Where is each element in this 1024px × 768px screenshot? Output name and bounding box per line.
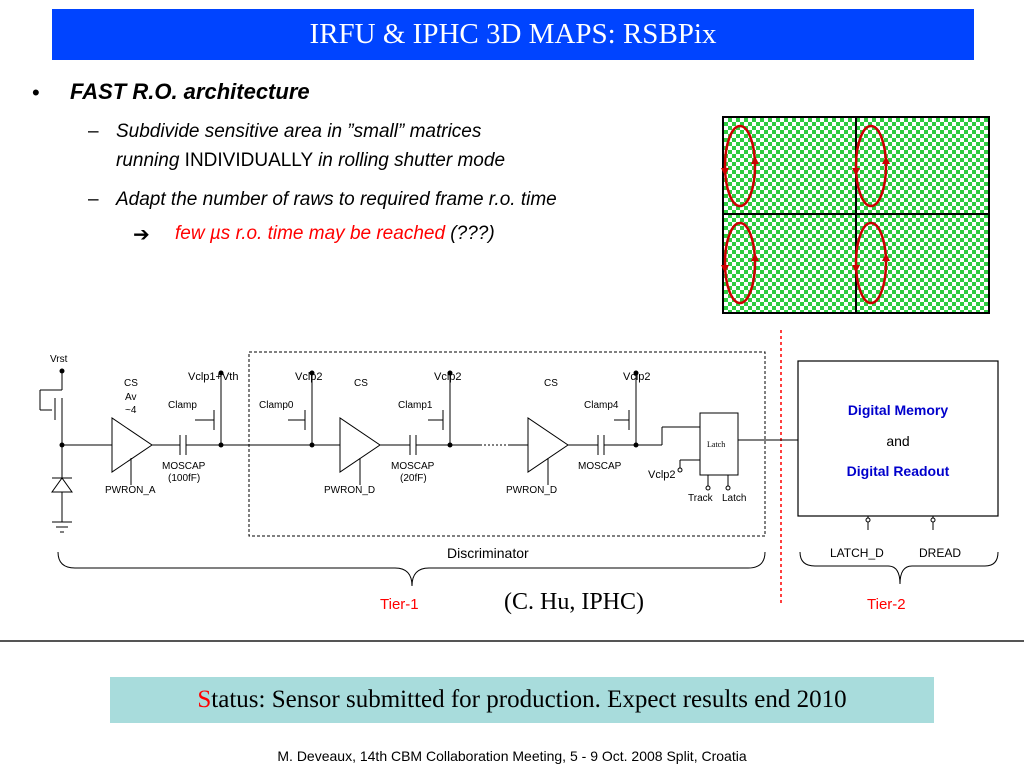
terminal-pins <box>677 467 936 523</box>
label-cap100: (100fF) <box>168 473 200 484</box>
sub-bullet-1: Subdivide sensitive area in ”small” matr… <box>116 117 505 175</box>
label-cap20: (20fF) <box>400 473 427 484</box>
label-gain: ~4 <box>125 405 137 416</box>
result-line: few µs r.o. time may be reached (???) <box>175 223 495 245</box>
sub1-individually: INDIVIDUALLY <box>179 150 319 171</box>
label-clamp4: Clamp4 <box>584 400 619 411</box>
label-vclp2-3: Vclp2 <box>623 371 651 383</box>
label-pwron-a: PWRON_A <box>105 485 156 496</box>
label-digital-memory: Digital Memory <box>848 402 949 418</box>
label-digital-readout: Digital Readout <box>847 463 950 479</box>
discriminator-box <box>248 351 766 537</box>
label-latch-pin: Latch <box>722 493 746 504</box>
status-box: Status: Sensor submitted for production.… <box>110 677 934 723</box>
label-vrst: Vrst <box>50 354 68 365</box>
sub-bullet-2: Adapt the number of raws to required fra… <box>116 189 557 210</box>
label-pwron-d-1: PWRON_D <box>324 485 375 496</box>
sub1-line2: running INDIVIDUALLY in rolling shutter … <box>116 146 505 175</box>
label-av: Av <box>125 392 137 403</box>
label-moscap-2: MOSCAP <box>391 461 435 472</box>
label-pwron-d-2: PWRON_D <box>506 485 557 496</box>
result-question: (???) <box>445 223 495 244</box>
label-cs-1: CS <box>124 378 138 389</box>
arrow-icon: ➔ <box>133 224 150 246</box>
label-clamp1: Clamp1 <box>398 400 433 411</box>
label-clamp0: Clamp0 <box>259 400 294 411</box>
label-tier1: Tier-1 <box>380 596 419 613</box>
bullet-symbol: • <box>32 80 40 105</box>
junction-dots <box>59 368 639 448</box>
sub1-line1: Subdivide sensitive area in ”small” matr… <box>116 121 482 142</box>
circuit-wires <box>39 372 934 533</box>
title-bar: IRFU & IPHC 3D MAPS: RSBPix <box>52 9 974 60</box>
label-track: Track <box>688 493 714 504</box>
label-vclp2-1: Vclp2 <box>295 371 323 383</box>
label-vclp2-4: Vclp2 <box>648 469 676 481</box>
label-cs-3: CS <box>544 378 558 389</box>
sub1-rolling: in rolling shutter mode <box>318 150 506 171</box>
section-divider <box>0 640 1024 642</box>
status-first-letter: S <box>197 686 212 713</box>
label-and: and <box>886 433 909 449</box>
label-vclp1-vth: Vclp1+Vth <box>188 371 238 383</box>
tier1-brace <box>57 551 766 587</box>
status-rest: tatus: Sensor submitted for production. … <box>211 686 847 713</box>
label-credit: (C. Hu, IPHC) <box>504 589 644 615</box>
dash-2: – <box>88 189 99 210</box>
dash-1: – <box>88 121 99 142</box>
label-tier2: Tier-2 <box>867 596 906 613</box>
sub1-running: running <box>116 150 180 171</box>
label-vclp2-2: Vclp2 <box>434 371 462 383</box>
label-moscap-3: MOSCAP <box>578 461 622 472</box>
status-text: Status: Sensor submitted for production.… <box>197 686 846 714</box>
label-moscap-1: MOSCAP <box>162 461 206 472</box>
label-discriminator: Discriminator <box>447 545 529 561</box>
label-latch-box: Latch <box>707 440 725 449</box>
bullet-heading: FAST R.O. architecture <box>70 79 310 104</box>
result-red-text: few µs r.o. time may be reached <box>175 223 446 244</box>
label-clamp: Clamp <box>168 400 197 411</box>
label-dread: DREAD <box>919 546 961 560</box>
digital-block <box>797 360 999 517</box>
slide-title: IRFU & IPHC 3D MAPS: RSBPix <box>309 18 717 50</box>
label-latch-d: LATCH_D <box>830 546 884 560</box>
label-cs-2: CS <box>354 378 368 389</box>
footer: M. Deveaux, 14th CBM Collaboration Meeti… <box>277 748 747 764</box>
tier2-brace <box>799 551 999 585</box>
